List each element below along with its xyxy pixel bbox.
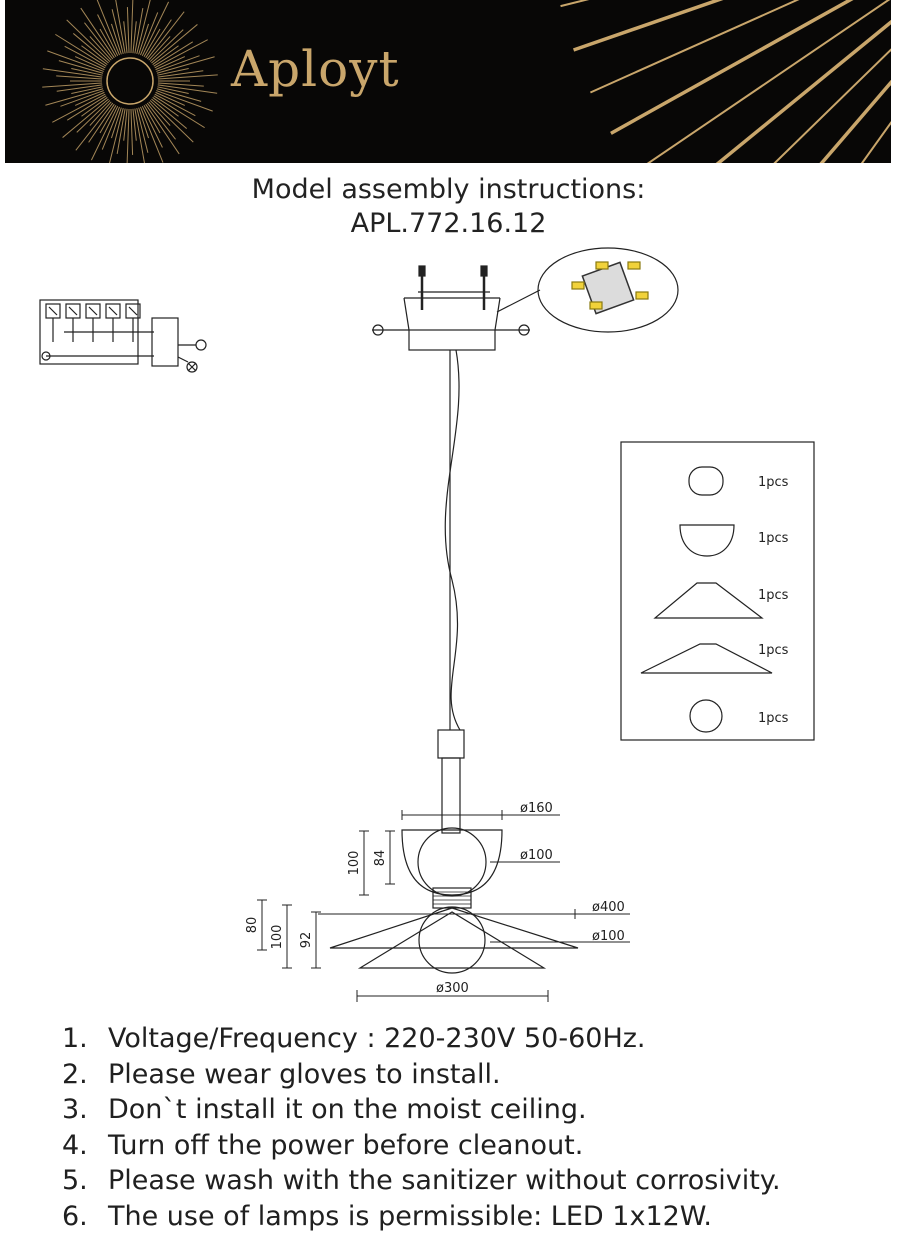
page-title: Model assembly instructions: bbox=[251, 174, 646, 205]
list-item: 5.Please wash with the sanitizer without… bbox=[62, 1165, 781, 1197]
model-number: APL.772.16.12 bbox=[350, 208, 547, 239]
dim-h92: 92 bbox=[299, 932, 314, 949]
lamp-body bbox=[329, 729, 579, 974]
suspension-cable bbox=[444, 349, 461, 731]
sunburst-decoration bbox=[42, 0, 891, 163]
list-item: 2.Please wear gloves to install. bbox=[62, 1058, 501, 1090]
part-qty: 1pcs bbox=[758, 711, 789, 726]
dim-h100-upper: 100 bbox=[347, 851, 362, 876]
wiring-diagram bbox=[39, 299, 207, 373]
list-item: 4.Turn off the power before cleanout. bbox=[62, 1129, 584, 1161]
dim-d100-upper: ø100 bbox=[520, 848, 553, 863]
part-qty: 1pcs bbox=[758, 531, 789, 546]
part-qty: 1pcs bbox=[758, 643, 789, 658]
brand-header: Aployt bbox=[5, 0, 891, 163]
assembly-drawing: ø160 ø100 ø400 ø100 ø300 100 84 80 100 9… bbox=[39, 247, 815, 1002]
large-cone-part-icon bbox=[640, 643, 773, 674]
dimension-lines bbox=[257, 810, 630, 1002]
list-item: 6.The use of lamps is permissible: LED 1… bbox=[62, 1200, 712, 1232]
dim-h100-lower: 100 bbox=[270, 925, 285, 950]
dim-d100-lower: ø100 bbox=[592, 929, 625, 944]
dim-h80: 80 bbox=[245, 917, 260, 934]
dim-h84: 84 bbox=[373, 850, 388, 867]
dim-d400: ø400 bbox=[592, 900, 625, 915]
dim-d160: ø160 bbox=[520, 801, 553, 816]
part-qty: 1pcs bbox=[758, 475, 789, 490]
bowl-part-icon bbox=[679, 524, 735, 557]
parts-list: 1pcs 1pcs 1pcs 1pcs 1pcs bbox=[620, 441, 815, 741]
instruction-list: 1.Voltage/Frequency : 220-230V 50-60Hz. … bbox=[62, 1022, 781, 1236]
list-item: 3.Don`t install it on the moist ceiling. bbox=[62, 1094, 587, 1126]
small-cone-part-icon bbox=[653, 582, 764, 619]
dim-d300: ø300 bbox=[436, 981, 469, 996]
brand-logo: Aployt bbox=[231, 40, 400, 98]
list-item: 1.Voltage/Frequency : 220-230V 50-60Hz. bbox=[62, 1023, 646, 1054]
ceiling-canopy bbox=[372, 247, 679, 351]
ball-part-icon bbox=[688, 466, 724, 496]
part-qty: 1pcs bbox=[758, 588, 789, 603]
bulb-part-icon bbox=[689, 699, 723, 733]
